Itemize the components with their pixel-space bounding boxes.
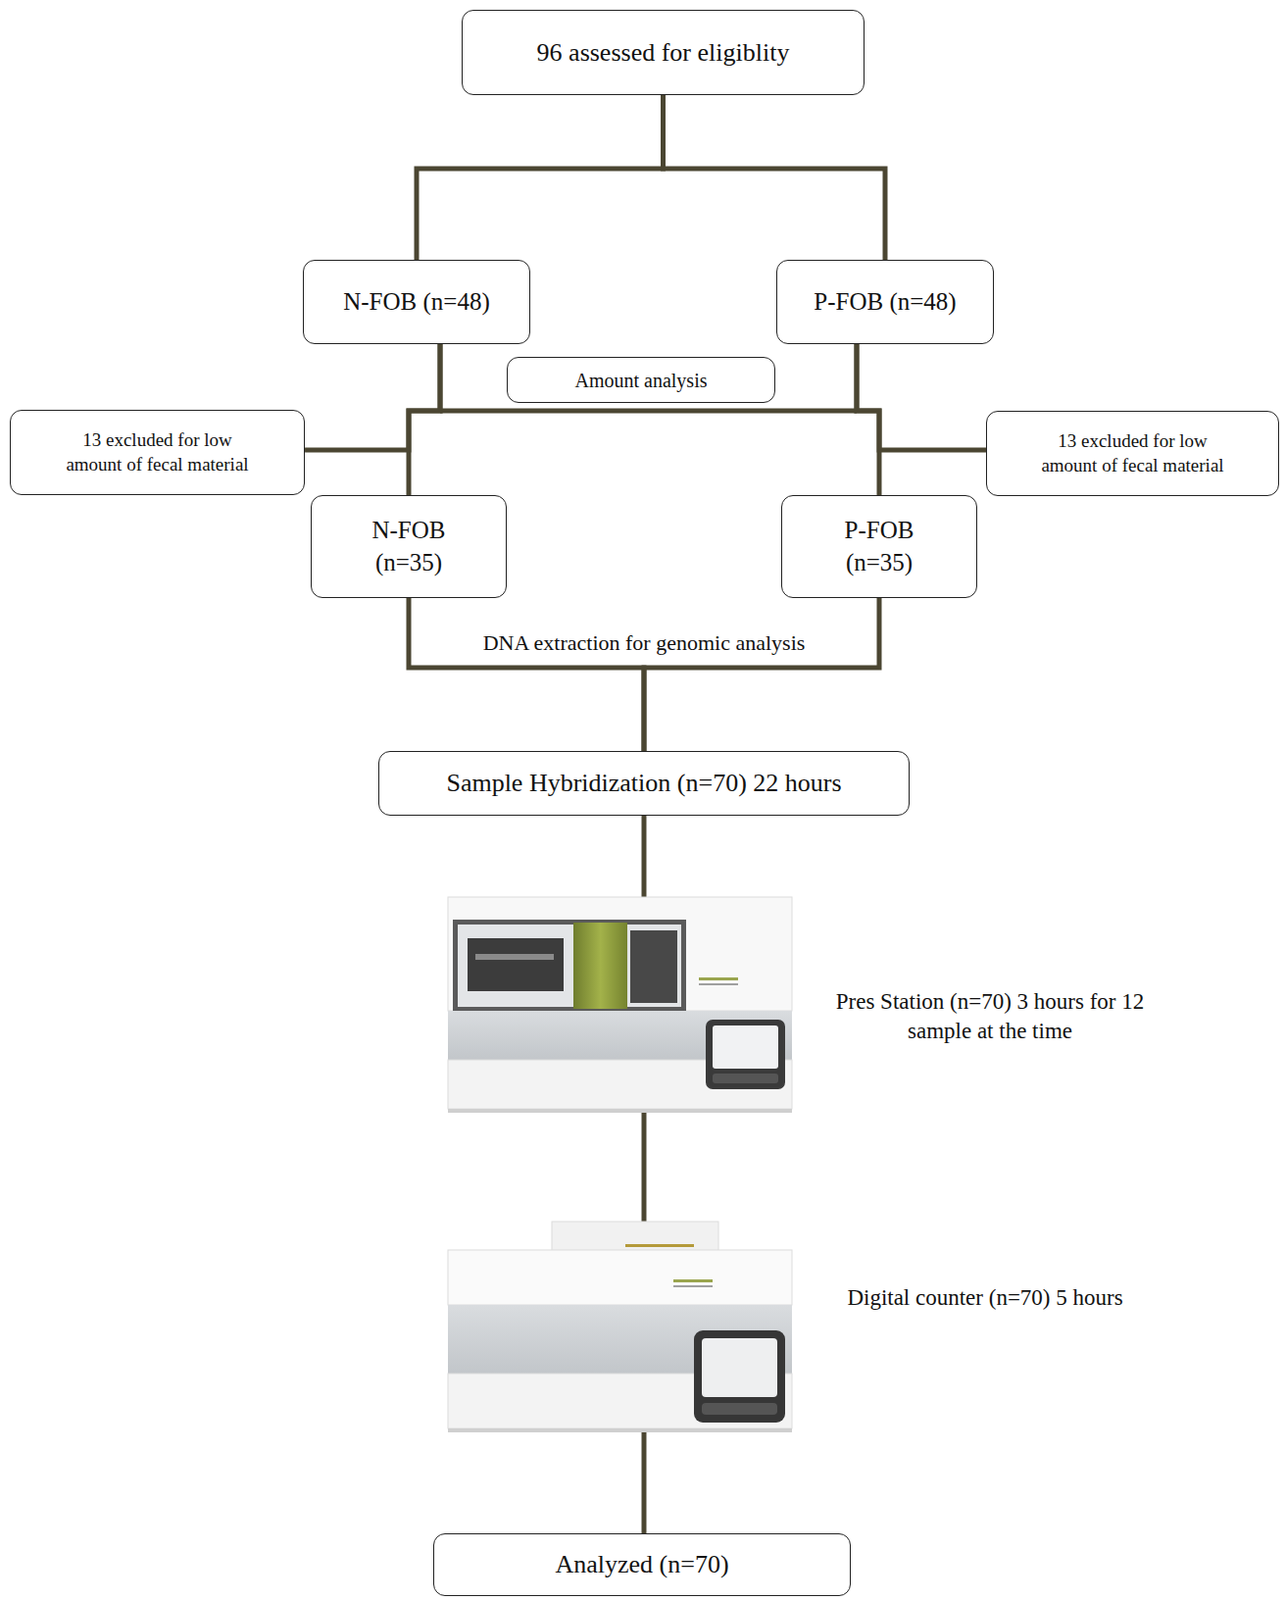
process-box: N-FOB (n=35) [310,494,507,598]
connector [642,1113,647,1221]
process-box: N-FOB (n=48) [302,259,531,345]
box-text: 96 assessed for eligiblity [537,36,791,70]
process-box: P-FOB (n=35) [781,494,978,598]
process-box: Amount analysis [506,356,776,403]
connector [856,344,880,495]
connector [416,95,664,260]
box-text: N-FOB (n=35) [359,514,458,579]
instrument-node: Digital counter (n=70) 5 hours [445,1220,1152,1434]
connector [304,344,441,450]
box-text: Amount analysis [575,367,708,394]
connector [642,1433,647,1533]
process-box: Analyzed (n=70) [433,1532,851,1596]
process-box: 96 assessed for eligiblity [461,9,865,96]
connector [643,597,880,751]
connector [642,815,647,895]
connector [856,344,987,450]
process-box: 13 excluded for low amount of fecal mate… [986,410,1280,496]
flow-bar [440,408,857,414]
box-text: N-FOB (n=48) [343,286,491,319]
box-text: P-FOB (n=35) [830,514,929,579]
box-text: Analyzed (n=70) [554,1547,729,1582]
instrument-caption: Digital counter (n=70) 5 hours [808,1283,1162,1313]
connector [663,95,887,260]
process-box: P-FOB (n=48) [776,259,994,345]
flow-label: DNA extraction for genomic analysis [428,630,860,656]
process-box: 13 excluded for low amount of fecal mate… [9,409,305,495]
box-text: Sample Hybridization (n=70) 22 hours [445,766,841,800]
connector [408,597,644,751]
box-text: 13 excluded for low amount of fecal mate… [53,428,262,477]
prep-station-illustration [445,894,794,1114]
digital-counter-illustration [445,1220,794,1434]
instrument-node: Pres Station (n=70) 3 hours for 12 sampl… [445,894,1152,1114]
box-text: P-FOB (n=48) [813,286,956,319]
connector [408,344,441,495]
instrument-caption: Pres Station (n=70) 3 hours for 12 sampl… [833,987,1147,1046]
process-box: Sample Hybridization (n=70) 22 hours [378,750,910,816]
box-text: 13 excluded for low amount of fecal mate… [1029,429,1237,478]
